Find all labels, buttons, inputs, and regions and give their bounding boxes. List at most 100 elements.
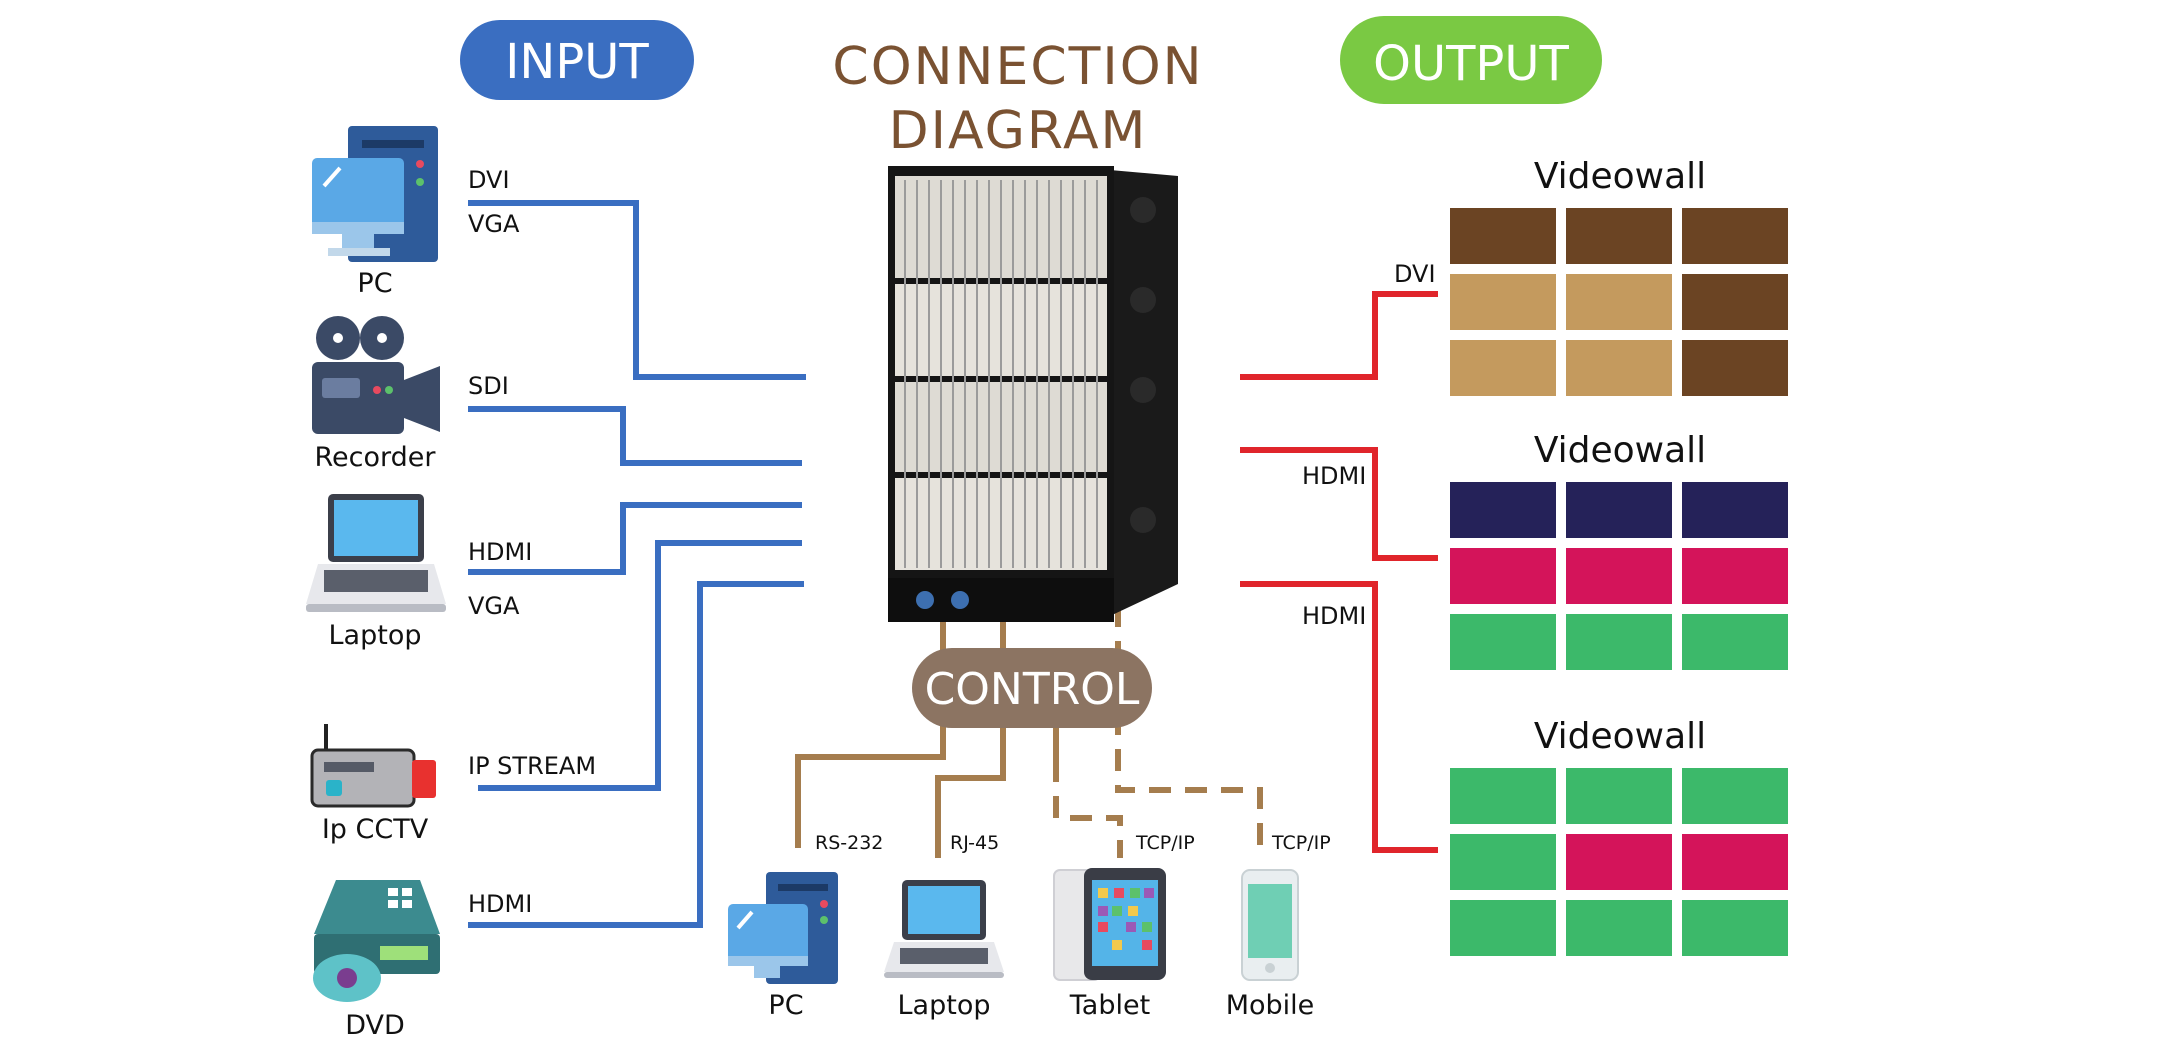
screen-tile [1566,482,1672,538]
screen-tile [1682,208,1788,264]
screen-tile [1682,548,1788,604]
videowall-title: Videowall [1534,156,1706,197]
protocol-label: TCP/IP [1271,832,1331,854]
videowall-grid [1450,768,1788,956]
protocol-label: RJ-45 [950,832,999,854]
control-lines [795,605,1263,858]
input-device-laptop: Laptop HDMI VGA [306,494,532,651]
screen-tile [1566,208,1672,264]
control-line-laptop [935,720,1006,858]
screen-tile [1450,548,1556,604]
switcher-card-slots [904,180,1098,568]
desktop-pc-icon [728,872,838,984]
signal-label-hdmi: HDMI [1302,602,1366,630]
videowall-1: Videowall DVI [1394,156,1788,396]
signal-label-dvi: DVI [468,166,510,194]
desktop-pc-icon [312,126,438,262]
screen-tile [1450,834,1556,890]
ipcctv-input-line [478,540,802,791]
laptop-input-line [468,502,802,575]
screen-tile [1450,768,1556,824]
output-header: OUTPUT [1340,16,1602,104]
device-label: Tablet [1069,990,1150,1021]
input-header: INPUT [460,20,694,100]
output-pill [1340,16,1602,104]
videowall-grid [1450,482,1788,670]
screen-tile [1566,900,1672,956]
device-label: PC [768,990,803,1021]
signal-label-vga: VGA [468,592,520,620]
screen-tile [1566,340,1672,396]
input-device-ipcctv: Ip CCTV IP STREAM [310,724,596,845]
screen-tile [1450,614,1556,670]
screen-tile [1450,900,1556,956]
videowall-title: Videowall [1534,716,1706,757]
protocol-label: RS-232 [815,832,883,854]
video-camera-icon [312,316,440,434]
videowall-2-line [1240,447,1438,561]
device-label: Recorder [315,442,437,473]
screen-tile [1682,482,1788,538]
screen-tile [1566,768,1672,824]
input-device-recorder: Recorder SDI [312,316,509,473]
control-device-laptop: Laptop RJ-45 [884,832,1004,1021]
dvd-input-line [468,581,804,928]
control-line-mobile [1115,605,1263,858]
input-lines [468,200,806,928]
recorder-input-line [468,406,802,466]
input-label: INPUT [505,34,649,90]
title-line-1: CONNECTION [832,37,1203,97]
laptop-icon [884,880,1004,978]
device-label: Laptop [329,620,422,651]
screen-tile [1566,548,1672,604]
screen-tile [1566,614,1672,670]
screen-tile [1450,340,1556,396]
device-label: Mobile [1226,990,1315,1021]
signal-label-hdmi: HDMI [1302,462,1366,490]
device-label: Ip CCTV [322,814,429,845]
control-pill [912,648,1152,728]
switcher-port-1 [916,591,934,609]
control-line-tablet [1053,760,1123,858]
input-device-dvd: DVD HDMI [313,880,532,1041]
screen-tile [1682,768,1788,824]
signal-label-hdmi: HDMI [468,890,532,918]
control-hub: CONTROL [912,648,1152,728]
input-device-pc: PC DVI VGA [312,126,520,299]
screen-tile [1566,834,1672,890]
mobile-phone-icon [1241,869,1299,981]
videowall-3: Videowall HDMI [1302,602,1788,956]
control-device-pc: PC RS-232 [728,832,883,1021]
control-line-pc [795,720,946,848]
control-device-tablet: Tablet TCP/IP [1053,832,1195,1021]
input-pill [460,20,694,100]
device-label: PC [357,268,392,299]
title-line-2: DIAGRAM [889,101,1148,161]
screen-tile [1682,900,1788,956]
matrix-switcher [888,166,1178,622]
signal-label-ip-stream: IP STREAM [468,752,596,780]
device-label: Laptop [898,990,991,1021]
screen-tile [1450,482,1556,538]
switcher-port-2 [951,591,969,609]
control-label: CONTROL [925,664,1140,715]
output-lines [1240,291,1438,853]
ip-camera-icon [310,724,436,808]
videowall-1-line [1240,291,1438,380]
screen-tile [1450,274,1556,330]
protocol-label: TCP/IP [1135,832,1195,854]
screen-tile [1682,340,1788,396]
dvd-player-icon [313,880,440,1002]
videowall-2: Videowall HDMI [1302,430,1788,670]
laptop-icon [306,494,446,612]
control-device-mobile: Mobile TCP/IP [1226,832,1331,1021]
signal-label-vga: VGA [468,210,520,238]
device-label: DVD [345,1010,405,1041]
videowall-title: Videowall [1534,430,1706,471]
screen-tile [1566,274,1672,330]
signal-label-dvi: DVI [1394,260,1436,288]
videowall-grid [1450,208,1788,396]
pc-input-line [468,200,806,380]
output-label: OUTPUT [1373,36,1569,92]
